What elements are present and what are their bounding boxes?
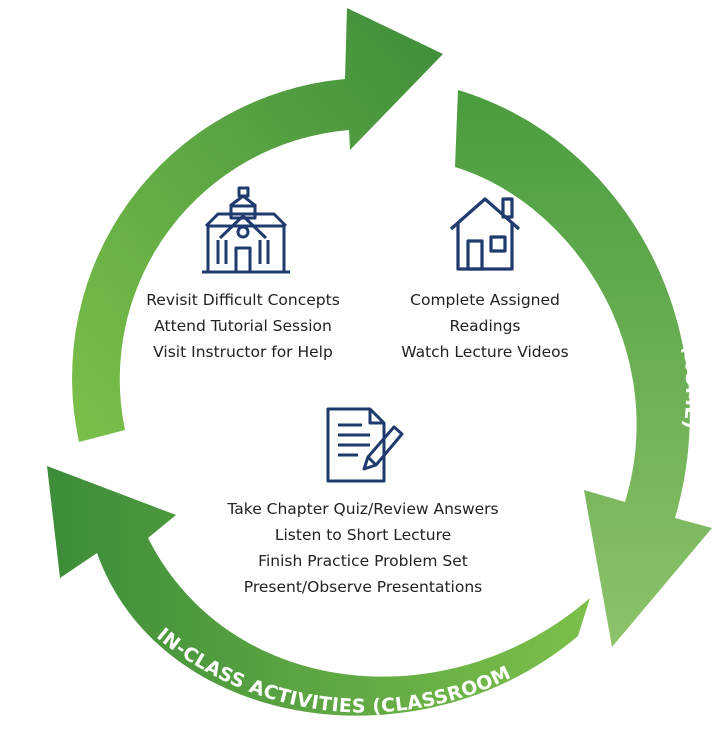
in-class-activity-list: Take Chapter Quiz/Review Answers Listen … bbox=[227, 496, 498, 600]
list-item: Readings bbox=[449, 317, 521, 335]
list-item: Complete Assigned bbox=[410, 291, 560, 309]
list-item: Finish Practice Problem Set bbox=[258, 552, 468, 570]
list-item: Revisit Difficult Concepts bbox=[146, 291, 340, 309]
list-item: Listen to Short Lecture bbox=[274, 526, 452, 544]
list-item: Present/Observe Presentations bbox=[243, 578, 483, 596]
list-item: Take Chapter Quiz/Review Answers bbox=[227, 500, 499, 518]
pre-class-arrow bbox=[455, 90, 712, 647]
house-icon bbox=[449, 197, 521, 271]
list-item: Visit Instructor for Help bbox=[153, 343, 333, 361]
post-class-activity-list: Revisit Difficult Concepts Attend Tutori… bbox=[146, 287, 340, 365]
document-pencil-icon bbox=[326, 407, 404, 483]
pre-class-activity-list: Complete Assigned Readings Watch Lecture… bbox=[401, 287, 569, 365]
in-class-arrow bbox=[47, 466, 590, 716]
list-item: Attend Tutorial Session bbox=[154, 317, 332, 335]
post-class-arrow bbox=[72, 8, 444, 442]
school-building-icon bbox=[202, 186, 290, 274]
list-item: Watch Lecture Videos bbox=[401, 343, 569, 361]
